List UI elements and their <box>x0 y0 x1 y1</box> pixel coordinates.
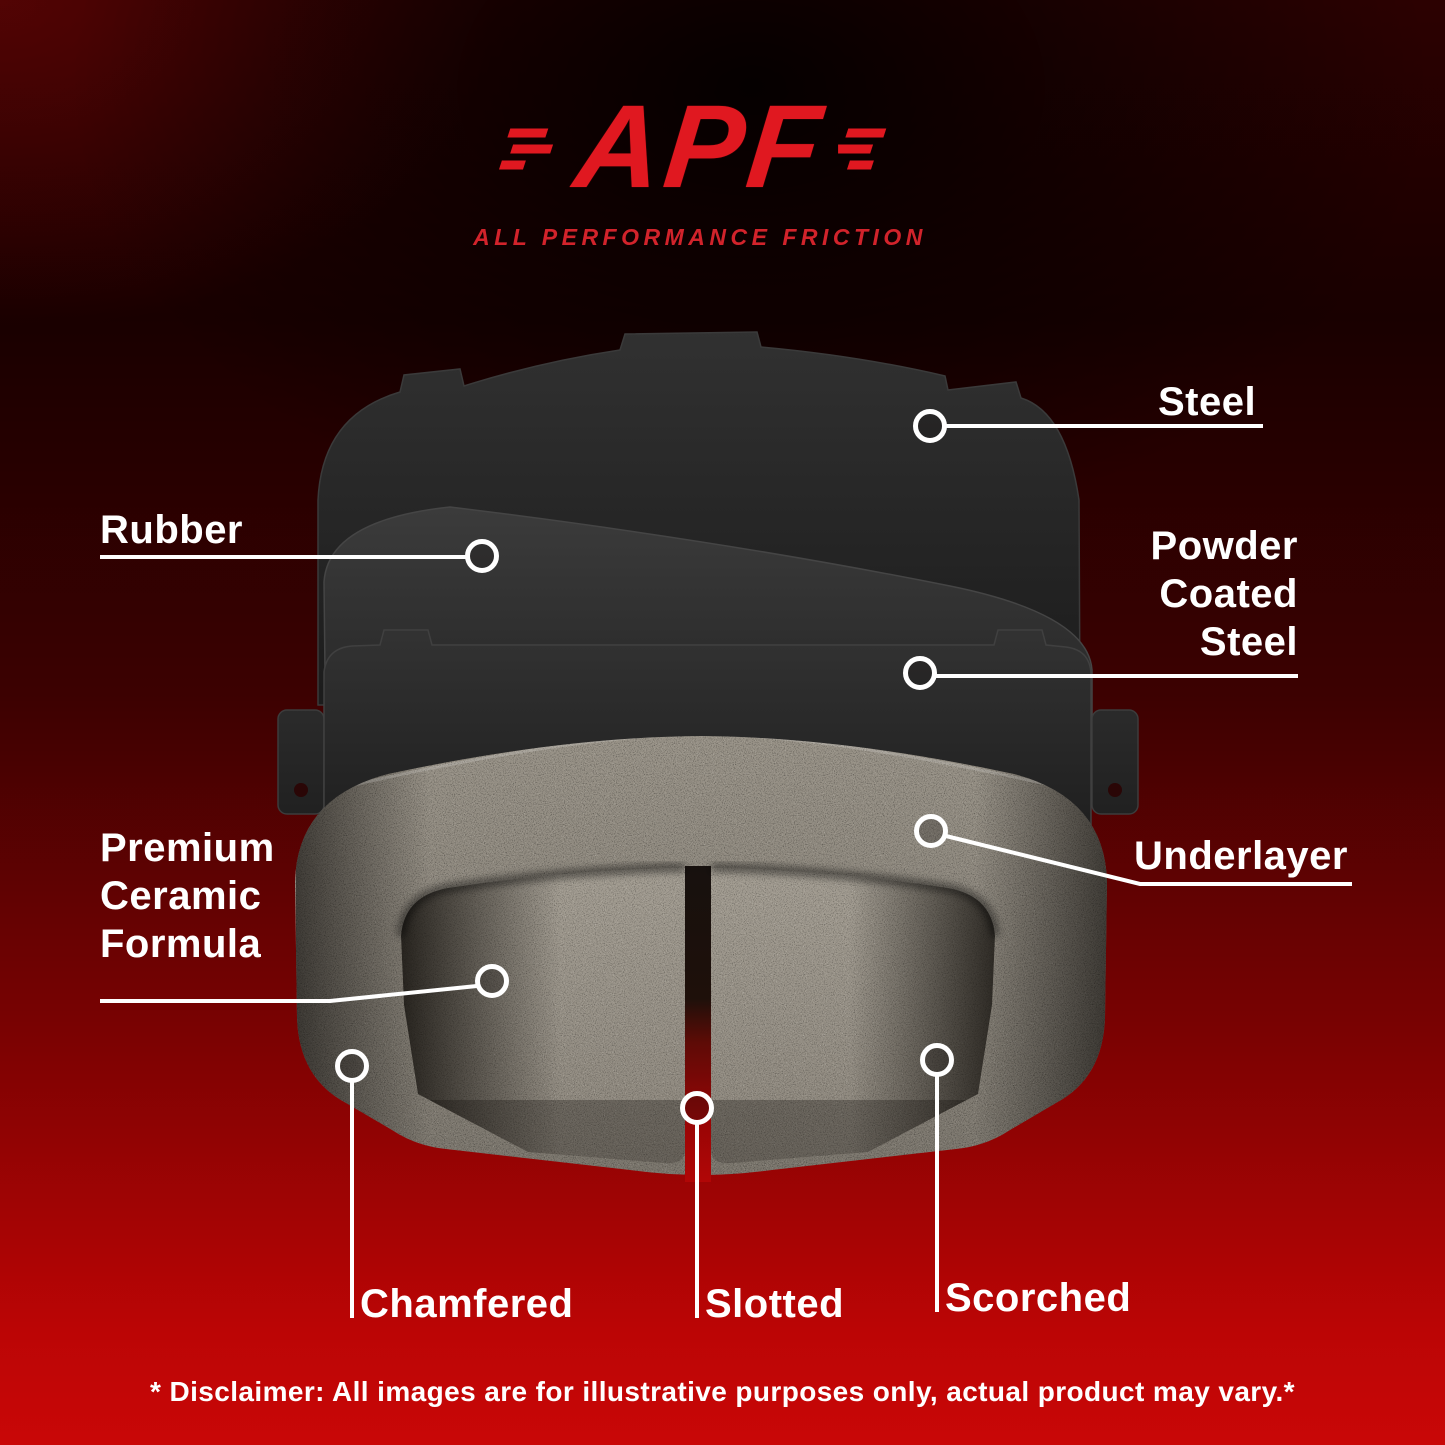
underlayer-marker <box>914 814 948 848</box>
powder-coated-steel-marker <box>903 656 937 690</box>
rubber-label: Rubber <box>100 508 243 552</box>
logo-tagline: ALL PERFORMANCE FRICTION <box>473 224 927 250</box>
rivet-hole-left <box>294 783 308 797</box>
chamfered-marker <box>335 1049 369 1083</box>
apf-wordmark: APF <box>569 81 831 213</box>
logo-speed-lines-right <box>838 128 887 170</box>
premium-ceramic-marker <box>475 964 509 998</box>
apf-logo-row: APF <box>473 81 927 213</box>
powder-coated-steel-label: Powder Coated Steel <box>1150 524 1298 664</box>
pad-top-crease <box>397 864 999 937</box>
rubber-marker <box>465 539 499 573</box>
apf-logo: APF ALL PERFORMANCE FRICTION <box>473 81 927 251</box>
callout-lines <box>100 424 1352 1318</box>
slotted-label: Slotted <box>705 1282 845 1326</box>
disclaimer-text: * Disclaimer: All images are for illustr… <box>150 1376 1295 1407</box>
premium-ceramic-formula-label: Premium Ceramic Formula <box>100 826 275 966</box>
underlayer-callout-line <box>945 834 1352 886</box>
underlayer-label: Underlayer <box>1134 834 1348 878</box>
scorched-marker <box>920 1043 954 1077</box>
rivet-hole-right <box>1108 783 1122 797</box>
scorched-label: Scorched <box>945 1276 1132 1320</box>
slotted-marker <box>680 1091 714 1125</box>
steel-label: Steel <box>1158 380 1257 424</box>
premium-ceramic-callout-line <box>100 984 478 1003</box>
logo-speed-lines-left <box>498 128 554 170</box>
steel-marker <box>913 409 947 443</box>
chamfered-label: Chamfered <box>360 1282 574 1326</box>
